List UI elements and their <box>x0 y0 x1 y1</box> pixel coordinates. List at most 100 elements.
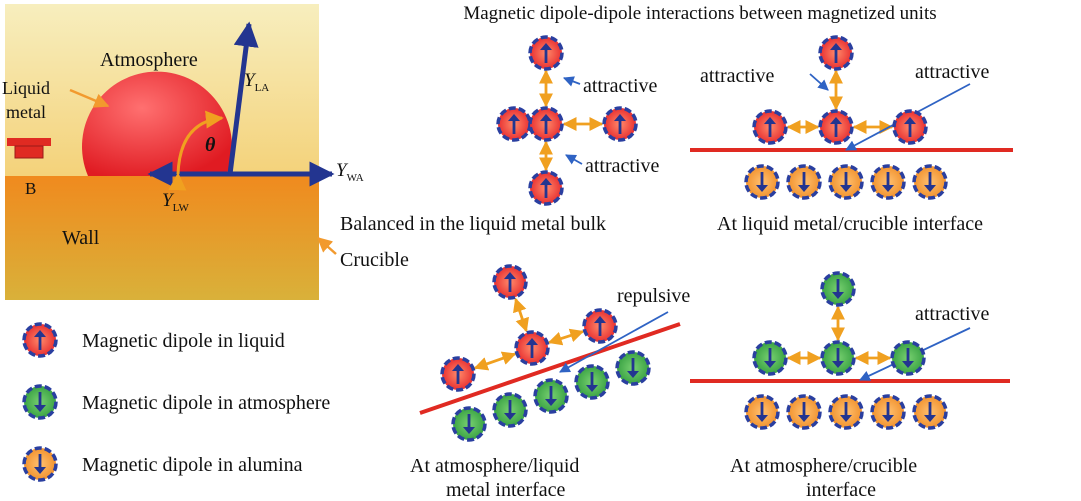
arrow-head-icon <box>34 467 46 474</box>
arrow-head-icon <box>504 413 516 420</box>
arrow-head-icon <box>840 415 852 422</box>
atm-liquid-caption-line2: metal interface <box>446 479 565 501</box>
arrow-head-icon <box>34 330 46 337</box>
atm-liquid-panel-atm-dipole-3 <box>574 364 610 400</box>
crucible-panel-liquid-dipole-0 <box>818 35 854 71</box>
arrow-head-icon <box>545 399 557 406</box>
theta-arc <box>168 110 224 191</box>
atm-crucible-panel-alumina-dipole-0 <box>744 394 780 430</box>
atm-liquid-panel-liquid-dipole-2 <box>440 356 476 392</box>
arrow-head-icon <box>924 415 936 422</box>
atm-liquid-panel-atm-dipole-1 <box>492 392 528 428</box>
y-lw-label: YLW <box>162 190 189 214</box>
arrow-head-icon <box>830 117 842 124</box>
atm-crucible-panel-alumina-dipole-4 <box>912 394 948 430</box>
arrow-head-icon <box>832 292 844 299</box>
arrow-head-icon <box>904 117 916 124</box>
liquid-label-line2: metal <box>6 102 46 122</box>
arrow-head-icon <box>504 272 516 279</box>
arrow-head-icon <box>463 427 475 434</box>
atm-crucible-panel-atm-dipole-3 <box>890 340 926 376</box>
atm-liquid-interface-line <box>419 322 681 415</box>
arrow-head-icon <box>540 178 552 185</box>
crucible-panel-alumina-dipole-0 <box>744 164 780 200</box>
legend-dipole-liquid <box>22 322 58 358</box>
contact-angle-inset: Atmosphere Liquid metal B Wall Crucible … <box>2 4 409 300</box>
crucible-label-left: attractive <box>700 65 775 87</box>
arrow-head-icon <box>540 114 552 121</box>
interaction-bond <box>473 351 517 371</box>
legend-dipole-atmosphere <box>22 384 58 420</box>
arrow-head-icon <box>798 185 810 192</box>
atm-liquid-caption-line1: At atmosphere/liquid <box>410 455 579 477</box>
crucible-interface-caption: At liquid metal/crucible interface <box>717 213 983 235</box>
arrow-head-icon <box>764 361 776 368</box>
crucible-panel-alumina-dipole-2 <box>828 164 864 200</box>
arrow-head-icon <box>882 415 894 422</box>
diagram-title: Magnetic dipole-dipole interactions betw… <box>463 3 936 24</box>
bulk-dipole-4 <box>528 170 564 206</box>
atm-crucible-caption-line2: interface <box>806 479 876 501</box>
b-label: B <box>25 179 36 198</box>
arrow-head-icon <box>34 405 46 412</box>
arrow-head-icon <box>627 371 639 378</box>
crucible-label: Crucible <box>340 249 409 271</box>
bulk-dipole-2 <box>528 106 564 142</box>
atm-crucible-panel-atm-dipole-0 <box>820 271 856 307</box>
atmosphere-label: Atmosphere <box>100 49 198 71</box>
arrow-head-icon <box>614 114 626 121</box>
y-la-label: YLA <box>244 70 269 94</box>
atm-crucible-caption-line1: At atmosphere/crucible <box>730 455 917 477</box>
interaction-bond <box>547 328 585 346</box>
wall-region <box>5 176 319 300</box>
arrow-head-icon <box>756 185 768 192</box>
label-pointer <box>559 311 669 373</box>
atm-crucible-panel-alumina-dipole-2 <box>828 394 864 430</box>
y-la-arrow <box>227 21 259 175</box>
crucible-panel-alumina-dipole-4 <box>912 164 948 200</box>
atm-liquid-panel-liquid-dipole-3 <box>582 308 618 344</box>
atm-crucible-panel-alumina-dipole-1 <box>786 394 822 430</box>
bulk-caption: Balanced in the liquid metal bulk <box>340 213 606 235</box>
interaction-bond <box>513 297 529 333</box>
crucible-panel-alumina-dipole-1 <box>786 164 822 200</box>
arrow-head-icon <box>764 117 776 124</box>
crucible-panel-alumina-dipole-3 <box>870 164 906 200</box>
label-pointer <box>562 76 581 87</box>
theta-label: θ <box>205 134 216 156</box>
bulk-dipole-0 <box>528 35 564 71</box>
y-wa-label: YWA <box>336 160 364 184</box>
bulk-label-top: attractive <box>583 75 658 97</box>
atm-liquid-panel-liquid-dipole-1 <box>514 330 550 366</box>
atm-liquid-panel-atm-dipole-2 <box>533 378 569 414</box>
b-marker <box>7 138 51 146</box>
legend-label-alumina: Magnetic dipole in alumina <box>82 454 303 476</box>
atm-liquid-panel-atm-dipole-0 <box>451 406 487 442</box>
label-pointer <box>565 154 583 165</box>
arrow-head-icon <box>798 415 810 422</box>
bulk-dipole-3 <box>602 106 638 142</box>
arrow-head-icon <box>902 361 914 368</box>
label-pointer <box>809 73 829 91</box>
atm-crucible-panel-atm-dipole-1 <box>752 340 788 376</box>
b-marker-stem <box>14 145 44 159</box>
atm-crucible-panel-alumina-dipole-3 <box>870 394 906 430</box>
crucible-label-right: attractive <box>915 61 990 83</box>
arrow-head-icon <box>924 185 936 192</box>
bulk-label-bottom: attractive <box>585 155 660 177</box>
arrow-head-icon <box>586 385 598 392</box>
arrow-head-icon <box>756 415 768 422</box>
arrow-head-icon <box>882 185 894 192</box>
crucible-panel-liquid-dipole-2 <box>818 109 854 145</box>
atm-liquid-panel-atm-dipole-4 <box>615 350 651 386</box>
legend-dipole-alumina <box>22 446 58 482</box>
bulk-dipole-1 <box>496 106 532 142</box>
liquid-pointer <box>69 88 110 108</box>
atm-crucible-label: attractive <box>915 303 990 325</box>
arrow-head-icon <box>594 316 606 323</box>
atm-liquid-panel-liquid-dipole-0 <box>492 264 528 300</box>
arrow-head-icon <box>526 338 538 345</box>
crucible-panel-liquid-dipole-3 <box>892 109 928 145</box>
